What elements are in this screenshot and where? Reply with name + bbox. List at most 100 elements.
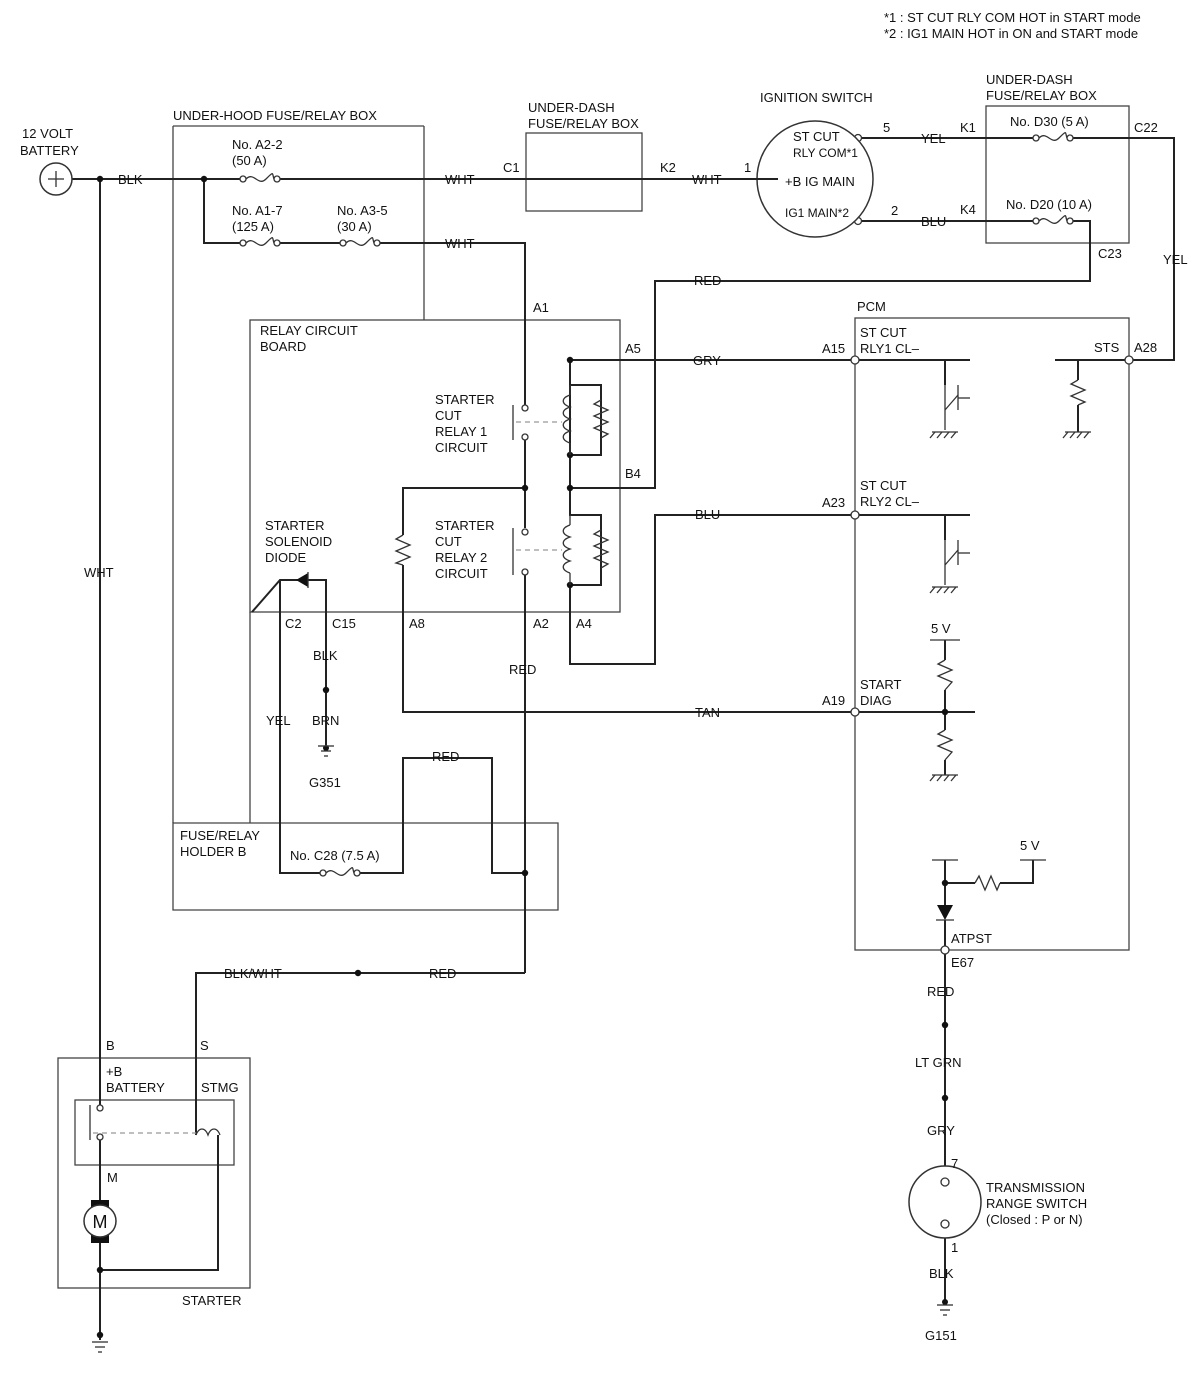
note-2: *2 : IG1 MAIN HOT in ON and START mode	[884, 26, 1138, 41]
conn-k4: K4	[960, 202, 976, 217]
wire-yel-c22: YEL	[1163, 252, 1188, 267]
under-dash-2-line1: UNDER-DASH	[986, 72, 1073, 87]
ign-st-cut-1: ST CUT	[793, 129, 840, 144]
starter-solenoid-diode-icon	[296, 572, 309, 588]
note-1: *1 : ST CUT RLY COM HOT in START mode	[884, 10, 1141, 25]
ground-g151-icon	[937, 1304, 953, 1316]
wire-tan-a19: TAN	[695, 705, 720, 720]
relay2-line-2: CUT	[435, 534, 462, 549]
wires	[70, 137, 1175, 1340]
wire-red-a2: RED	[509, 662, 536, 677]
pin-a15: A15	[822, 341, 845, 356]
starter-batt-line2: BATTERY	[106, 1080, 165, 1095]
wire-yel-k1: YEL	[921, 131, 946, 146]
wire-lt-grn: LT GRN	[915, 1055, 961, 1070]
pcm-box	[854, 317, 1130, 951]
diode-line-2: SOLENOID	[265, 534, 332, 549]
fuse-a35-line2: (30 A)	[337, 219, 372, 234]
starter-box	[57, 1057, 251, 1289]
diode-line-3: DIODE	[265, 550, 307, 565]
ground-g351: G351	[309, 775, 341, 790]
wire-blk-c15: BLK	[313, 648, 338, 663]
pin-a28: A28	[1134, 340, 1157, 355]
wire-blk-batt: BLK	[118, 172, 143, 187]
pcm-atpst: ATPST	[951, 931, 992, 946]
conn-a4: A4	[576, 616, 592, 631]
starter-term-s: S	[200, 1038, 209, 1053]
ignition-title: IGNITION SWITCH	[760, 90, 873, 105]
fuse-a35-line1: No. A3-5	[337, 203, 388, 218]
starter-motor-icon: M	[83, 1200, 117, 1243]
relay1-line-1: STARTER	[435, 392, 494, 407]
under-dash-box-1	[525, 132, 643, 212]
wire-gry-sw: GRY	[927, 1123, 955, 1138]
starter-batt-line1: +B	[106, 1064, 122, 1079]
relay2-line-1: STARTER	[435, 518, 494, 533]
conn-c2: C2	[285, 616, 302, 631]
pcm-start-diag-1: START	[860, 677, 901, 692]
conn-c15: C15	[332, 616, 356, 631]
fuse-icons	[239, 132, 1074, 877]
fuse-c28: No. C28 (7.5 A)	[290, 848, 380, 863]
relay1-line-3: RELAY 1	[435, 424, 487, 439]
ign-pin-5: 5	[883, 120, 890, 135]
ign-pin-1: 1	[744, 160, 751, 175]
fuse-a22-line1: No. A2-2	[232, 137, 283, 152]
relay-2-icon	[512, 515, 610, 585]
wire-blu-k4: BLU	[921, 214, 946, 229]
wire-blk-g151: BLK	[929, 1266, 954, 1281]
pcm-transistor-1-icon	[929, 385, 970, 439]
wire-wht-k2: WHT	[692, 172, 722, 187]
conn-a8: A8	[409, 616, 425, 631]
pcm-5v-2: 5 V	[1020, 838, 1040, 853]
trans-switch-line2: RANGE SWITCH	[986, 1196, 1087, 1211]
pcm-atpst-network-icon	[932, 859, 1046, 921]
wire-wht-left: WHT	[84, 565, 114, 580]
pcm-transistor-2-icon	[929, 540, 970, 594]
fuse-d20: No. D20 (10 A)	[1006, 197, 1092, 212]
pcm-5v-1: 5 V	[931, 621, 951, 636]
connector-pins	[773, 133, 1134, 955]
battery-icon	[39, 162, 73, 196]
conn-k2: K2	[660, 160, 676, 175]
wire-gry-a15: GRY	[693, 353, 721, 368]
relay1-line-4: CIRCUIT	[435, 440, 488, 455]
pcm-st-cut-rly1-2: RLY1 CL–	[860, 341, 920, 356]
ground-starter-icon	[92, 1341, 108, 1353]
starter-m-label: M	[107, 1170, 118, 1185]
ground-g151: G151	[925, 1328, 957, 1343]
pcm-start-diag-resistors-icon	[929, 639, 960, 782]
pcm-start-diag-2: DIAG	[860, 693, 892, 708]
pcm-sts: STS	[1094, 340, 1120, 355]
relay-1-icon	[512, 385, 610, 455]
fuse-holder-b-line2: HOLDER B	[180, 844, 246, 859]
relay-circuit-board	[249, 319, 621, 823]
wire-red-c23: RED	[694, 273, 721, 288]
ign-pin-2: 2	[891, 203, 898, 218]
under-dash-2-line2: FUSE/RELAY BOX	[986, 88, 1097, 103]
starter-term-b: B	[106, 1038, 115, 1053]
junction-dots	[96, 175, 949, 1339]
diode-line-1: STARTER	[265, 518, 324, 533]
trans-switch-line1: TRANSMISSION	[986, 1180, 1085, 1195]
conn-a2: A2	[533, 616, 549, 631]
under-hood-fuse-relay-box	[172, 125, 559, 911]
starter-title: STARTER	[182, 1293, 241, 1308]
wire-red-starter: RED	[429, 966, 456, 981]
relay2-line-4: CIRCUIT	[435, 566, 488, 581]
pcm-st-cut-rly2-2: RLY2 CL–	[860, 494, 920, 509]
fuse-a22-line2: (50 A)	[232, 153, 267, 168]
wire-brn: BRN	[312, 713, 339, 728]
labels: 12 VOLT BATTERY UNDER-HOOD FUSE/RELAY BO…	[20, 72, 1188, 1343]
pcm-st-cut-rly1-1: ST CUT	[860, 325, 907, 340]
a8-resistor-icon	[394, 534, 412, 566]
pin-a23: A23	[822, 495, 845, 510]
wire-red-e67: RED	[927, 984, 954, 999]
conn-a1: A1	[533, 300, 549, 315]
starter-solenoid-icon	[89, 1104, 221, 1141]
battery-label-2: BATTERY	[20, 143, 79, 158]
conn-c22: C22	[1134, 120, 1158, 135]
relay2-line-3: RELAY 2	[435, 550, 487, 565]
fuse-a17-line2: (125 A)	[232, 219, 274, 234]
conn-k1: K1	[960, 120, 976, 135]
